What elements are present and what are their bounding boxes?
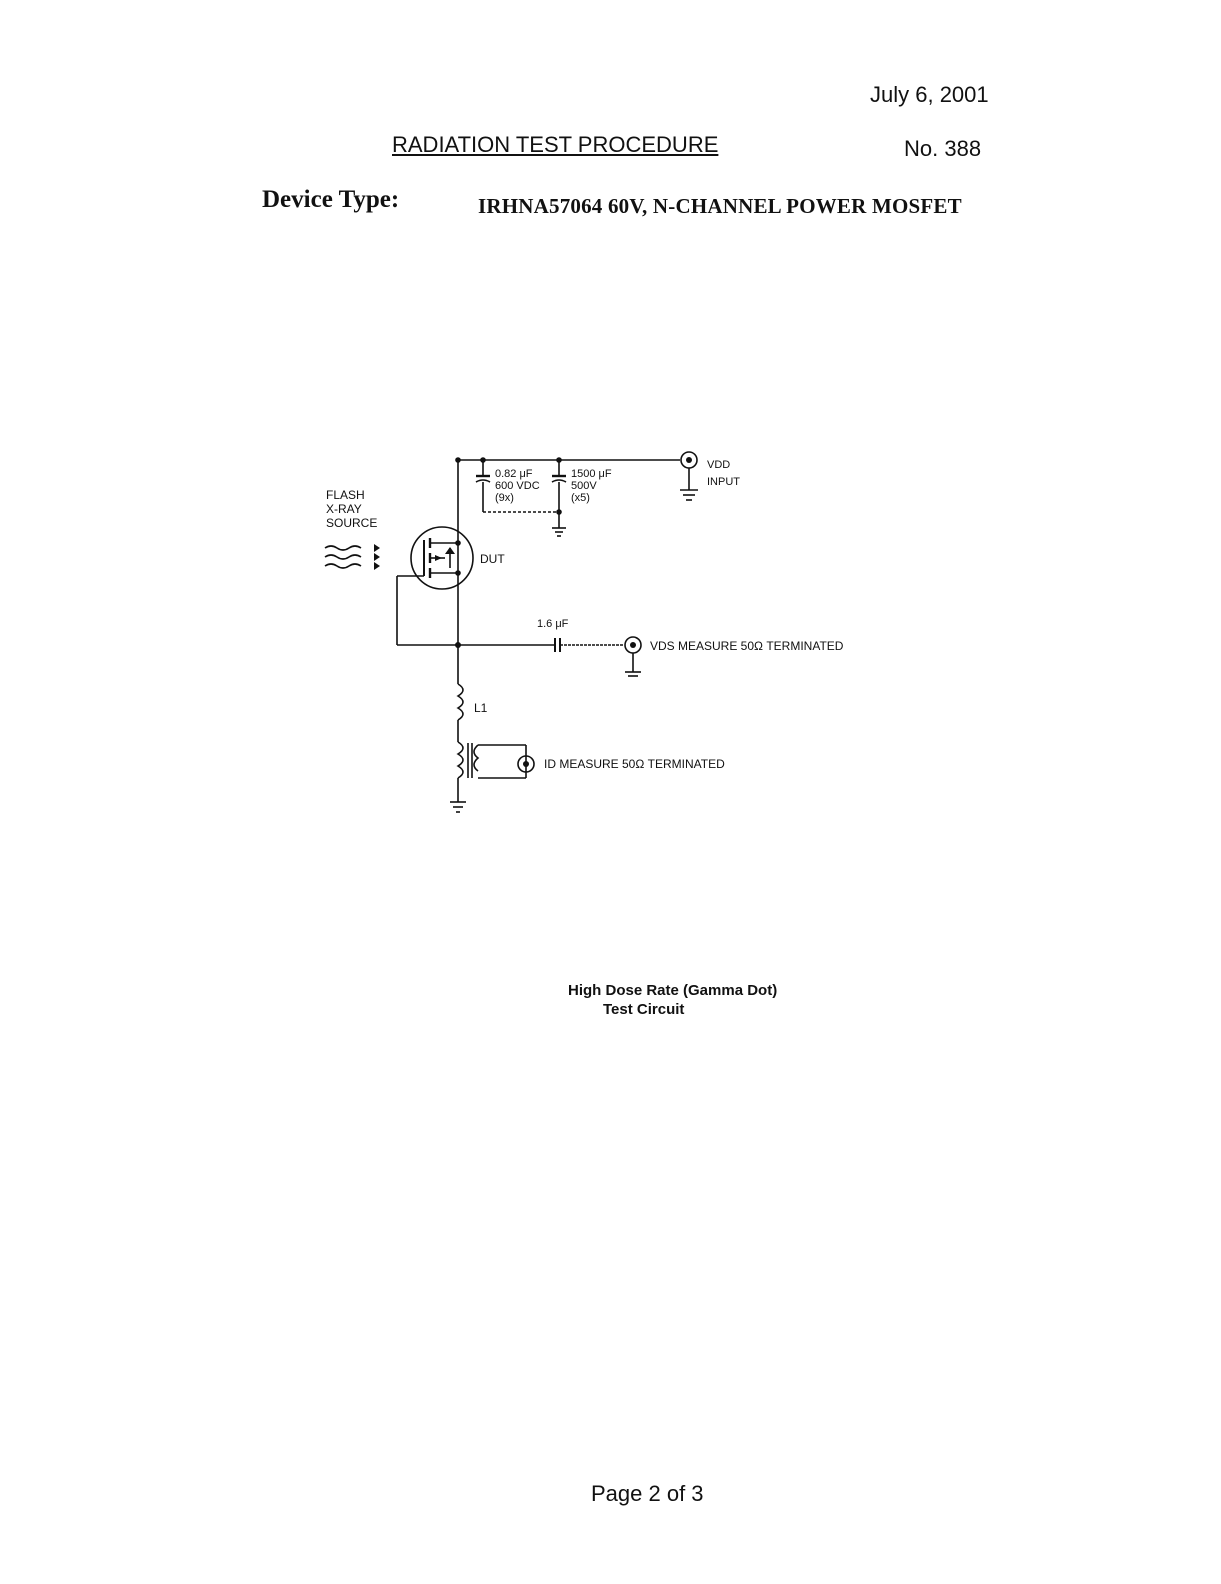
- figure-caption-line-1: High Dose Rate (Gamma Dot): [568, 982, 777, 999]
- cap2-value: 1500 μF: [571, 468, 612, 480]
- source-label-1: FLASH: [326, 488, 365, 502]
- cap3-value: 1.6 μF: [537, 618, 569, 630]
- cap1-count: (9x): [495, 492, 514, 504]
- xray-wave-3: [325, 564, 361, 568]
- test-circuit-diagram: FLASH X-RAY SOURCE 0.82 μF 600 VDC (9x) …: [300, 440, 900, 840]
- dut-label: DUT: [480, 552, 505, 566]
- source-label-2: X-RAY: [326, 502, 362, 516]
- cap1-value: 0.82 μF: [495, 468, 533, 480]
- xray-wave-2: [325, 555, 361, 559]
- cap2-count: (x5): [571, 492, 590, 504]
- source-label-3: SOURCE: [326, 516, 377, 530]
- document-date: July 6, 2001: [870, 82, 989, 108]
- vds-label: VDS MEASURE 50Ω TERMINATED: [650, 639, 844, 653]
- cap1-rating: 600 VDC: [495, 480, 540, 492]
- figure-caption-line-2: Test Circuit: [603, 1001, 684, 1018]
- id-label: ID MEASURE 50Ω TERMINATED: [544, 757, 725, 771]
- inductor-l1: [458, 684, 463, 720]
- device-type-label: Device Type:: [262, 186, 399, 214]
- vdd-sub-label: INPUT: [707, 476, 740, 488]
- page-number: Page 2 of 3: [591, 1481, 704, 1507]
- cap2-rating: 500V: [571, 480, 597, 492]
- inductor-label: L1: [474, 701, 488, 715]
- procedure-number: No. 388: [904, 136, 981, 162]
- vdd-label: VDD: [707, 459, 730, 471]
- xray-wave-1: [325, 546, 361, 550]
- procedure-title: RADIATION TEST PROCEDURE: [392, 132, 718, 158]
- device-type-value: IRHNA57064 60V, N-CHANNEL POWER MOSFET: [478, 194, 962, 219]
- current-transformer: [458, 742, 463, 778]
